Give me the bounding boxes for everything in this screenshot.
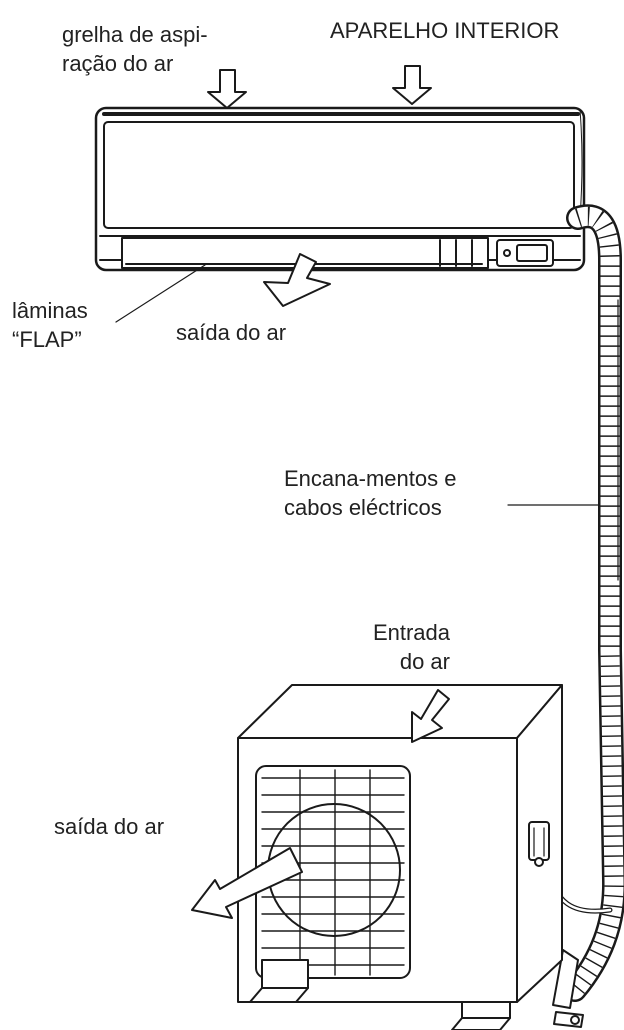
service-valve-cover (528, 821, 550, 861)
front-panel (103, 121, 575, 229)
label-flap-blades: lâminas “FLAP” (12, 298, 88, 352)
label-pipes-and-cables: Encana-mentos e cabos eléctricos (284, 466, 457, 520)
led-indicator (503, 249, 511, 257)
pipe-bundle (545, 204, 624, 1028)
down-arrow-icon (411, 689, 450, 743)
outlet-arrow-icon (191, 847, 303, 919)
label-indoor-air-outlet: saída do ar (176, 320, 287, 345)
flap-leader-line (115, 264, 206, 323)
down-arrow-icon (392, 65, 432, 105)
display-panel (496, 239, 554, 267)
label-indoor-unit: APARELHO INTERIOR (330, 18, 560, 43)
label-air-intake-grille: grelha de aspi- ração do ar (62, 22, 208, 76)
indoor-unit (94, 106, 586, 272)
label-outdoor-air-inlet: Entrada do ar (372, 620, 450, 674)
outlet-arrow-icon (263, 253, 331, 307)
outdoor-unit (237, 684, 563, 1030)
down-arrow-icon (207, 69, 247, 109)
label-outdoor-air-outlet: saída do ar (54, 814, 165, 839)
